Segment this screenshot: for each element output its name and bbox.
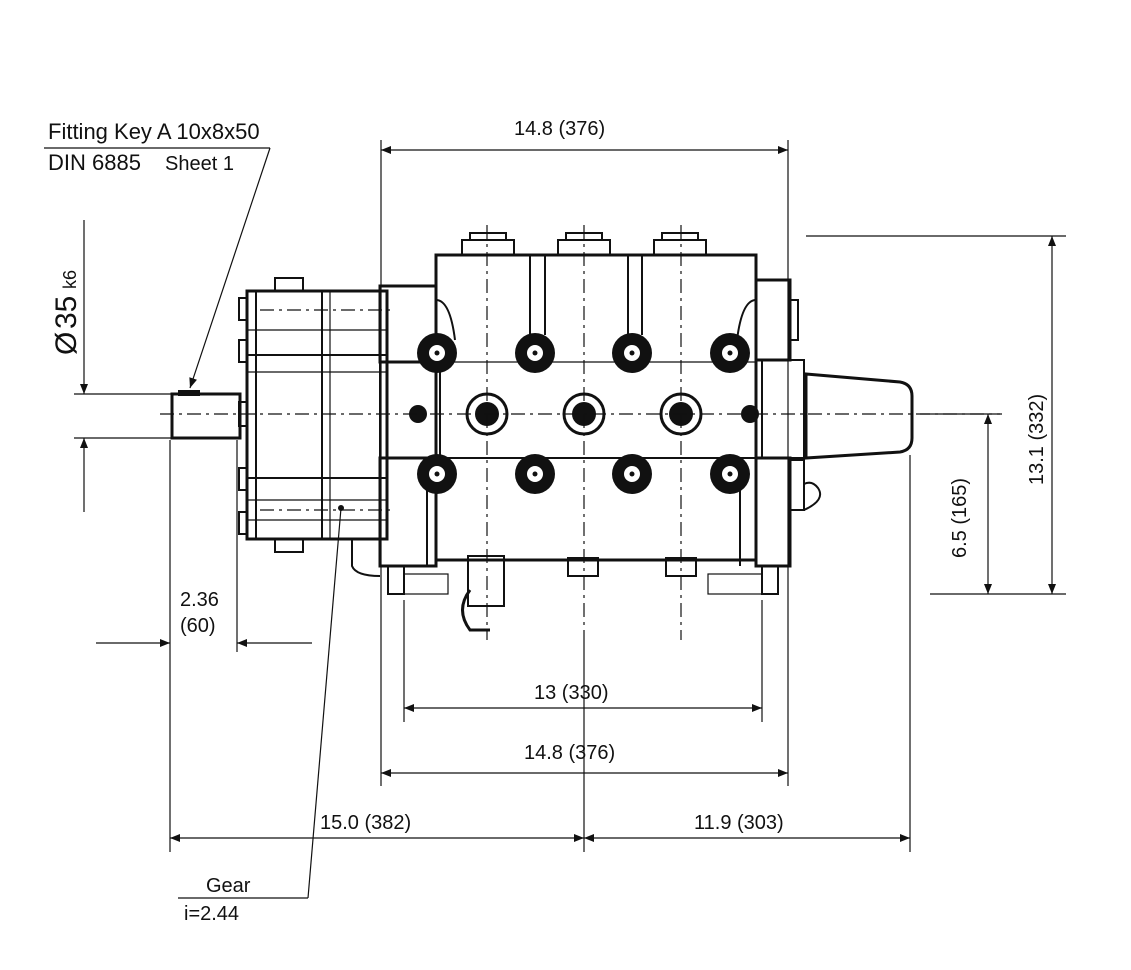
dim-height-center-label: 6.5 (165): [949, 478, 971, 558]
dim-foot-spacing-label: 13 (330): [534, 682, 609, 704]
center-lines: [160, 225, 1000, 640]
dim-height-total-label: 13.1 (332): [1026, 394, 1048, 485]
sheet-label: Sheet 1: [165, 153, 234, 175]
diameter-symbol: Ø: [50, 332, 83, 355]
shaft-diameter-label: Ø 35 k6: [50, 270, 83, 355]
gearbox-housing: [238, 277, 389, 553]
dim-shaft-len-in: 2.36: [180, 589, 219, 611]
dimension-lines: [80, 146, 1056, 842]
din-label: DIN 6885: [48, 150, 141, 175]
shaft-diameter-value: 35: [50, 296, 83, 329]
input-shaft: [170, 390, 242, 440]
labels: Fitting Key A 10x8x50 DIN 6885 Sheet 1 Ø…: [48, 118, 1048, 925]
pump-body: [160, 225, 1000, 640]
gear-leader: [307, 507, 342, 899]
valve-plugs-lower: [417, 454, 750, 494]
extension-lines: [74, 140, 1066, 852]
dim-bottom-width-label: 14.8 (376): [524, 742, 615, 764]
fitting-key-label: Fitting Key A 10x8x50: [48, 119, 260, 144]
manifold-block: [426, 232, 758, 566]
gear-label: Gear: [206, 875, 251, 897]
valve-plugs-upper: [417, 333, 750, 373]
mounting-feet: [387, 555, 779, 632]
discharge-housing: [754, 278, 914, 568]
dim-left-length-label: 15.0 (382): [320, 812, 411, 834]
fitting-key-leader: [189, 147, 271, 389]
dim-top-width-label: 14.8 (376): [514, 118, 605, 140]
leader-lines: [44, 147, 342, 899]
dim-shaft-len-mm: (60): [180, 615, 216, 637]
gear-ratio-label: i=2.44: [184, 903, 239, 925]
dim-right-length-label: 11.9 (303): [694, 812, 784, 834]
shaft-tolerance: k6: [60, 270, 80, 289]
